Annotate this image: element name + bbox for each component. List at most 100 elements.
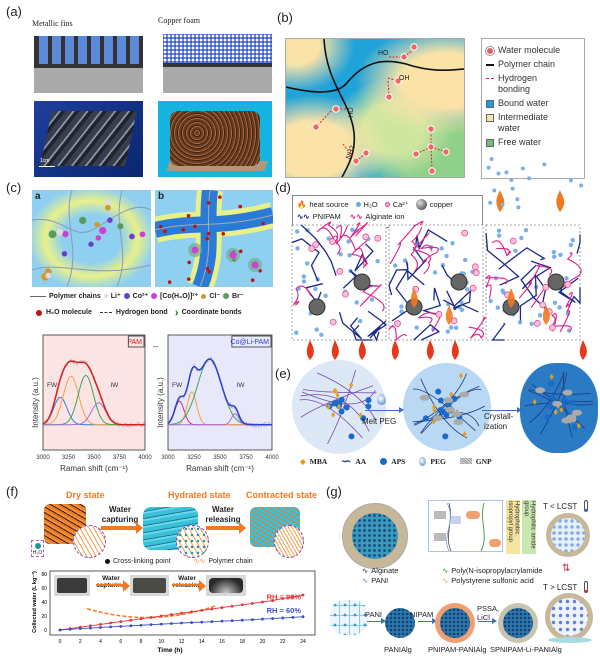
data-point (250, 618, 254, 622)
co-ion-icon (123, 293, 130, 299)
alginate-chain (419, 244, 440, 264)
y-tick-label: 80 (41, 572, 47, 578)
water-dot (445, 329, 451, 334)
cl-ion-icon (201, 293, 207, 299)
pnipam-chain (413, 323, 441, 341)
data-point (159, 614, 163, 618)
water-dot (295, 246, 300, 251)
melt-peg-arrow (365, 407, 404, 413)
legend-label: copper (429, 200, 453, 209)
series-label: RH = 60% (267, 606, 302, 615)
data-point (169, 622, 173, 625)
pnipam-chain (446, 290, 479, 313)
data-point (261, 617, 264, 621)
label-t-low: T < LCST (543, 502, 578, 511)
calcium-icon (384, 202, 390, 207)
vapour-dot (515, 197, 520, 202)
calcium-ion (542, 283, 550, 291)
data-point (240, 618, 244, 622)
legend-label: GNP (475, 456, 492, 466)
water-molecule (442, 148, 450, 156)
mba-crosslinker (336, 403, 341, 410)
aps-icon (380, 457, 388, 465)
panel-e-legend: ◆MBA ∽AA APS PEG GNP (300, 454, 492, 468)
legend-label: PEG (430, 456, 446, 466)
water-molecule (187, 277, 191, 281)
crystallization-arrow (482, 407, 522, 413)
flame-icon (306, 340, 314, 360)
vapour-dot (504, 170, 509, 175)
data-point (99, 626, 102, 629)
legend-label: PNIPAM (312, 212, 341, 221)
data-point (119, 620, 123, 623)
water-dot (564, 276, 569, 281)
aa-chain (420, 388, 482, 434)
copper-icon (415, 199, 427, 210)
gnp-particle (443, 397, 454, 404)
aps-particle (422, 415, 429, 422)
ion (95, 235, 102, 241)
annotation-fw: FW (47, 382, 58, 389)
product-spnipam-li-panialg: SPNIPAM-Li-PANIAlg (490, 645, 562, 654)
mba-crosslinker (559, 406, 564, 413)
step-melt-peg: Melt PEG (362, 417, 397, 426)
group-label: Hydrophobic isopropyl group (507, 501, 520, 543)
water-molecule (221, 232, 226, 236)
thermometer-cold-icon (584, 500, 588, 512)
water-dot (552, 300, 558, 305)
mba-crosslinker (333, 388, 338, 395)
aps-particle (365, 397, 372, 404)
x-tick-label: 3250 (62, 455, 76, 461)
data-point (281, 616, 285, 620)
panel-b-legend: Water molecule Polymer chain Hydrogen bo… (481, 38, 585, 179)
calcium-ion (469, 284, 477, 292)
aa-chain (528, 390, 585, 429)
alginate-chain (388, 324, 408, 342)
alginate-chain (491, 240, 512, 257)
stage-3 (524, 372, 594, 438)
alginate-chain (389, 220, 424, 265)
mba-crosslinker (576, 422, 581, 429)
alginate-chain (329, 225, 349, 255)
calcium-ion (472, 269, 480, 277)
product-pnipam-panialg: PNIPAM-PANIAlg (428, 645, 487, 654)
x-tick-label: 8 (140, 639, 143, 645)
x-tick-label: 6 (119, 639, 122, 645)
polymer-chains (286, 39, 464, 177)
y-tick-label: 0 (44, 628, 47, 634)
water-dot (375, 258, 380, 264)
x-tick-label: 3250 (187, 455, 201, 461)
intermediate-water-swatch (486, 114, 494, 122)
co-hydrate-ion (251, 261, 259, 269)
x-tick-label: 22 (280, 639, 286, 645)
pnipam-chain (342, 269, 378, 289)
panel-f-legend: Cross-linking point ∿∿Polymer chain (105, 557, 253, 565)
pnipam-chain (557, 277, 579, 304)
data-point (99, 623, 102, 626)
data-point (129, 624, 133, 628)
cross-link-icon (105, 558, 110, 564)
vapour-dot (520, 166, 525, 171)
hydrophilic-group-label: Hydrophilic amide group (522, 500, 536, 554)
data-point (240, 603, 244, 607)
calcium-ion (329, 238, 336, 245)
water-dot (537, 313, 543, 318)
co-hydrate-ion (191, 246, 199, 254)
flame-icon (556, 190, 565, 212)
water-molecule (261, 221, 265, 226)
water-dot (432, 270, 438, 275)
zoom-detail-image-b: b (155, 190, 273, 287)
pnipam-panialg-bead (435, 603, 475, 643)
aps-particle (343, 404, 350, 411)
panel-g-legend: ∿Alginate ∿Poly(N-isopropylacrylamide ∿P… (362, 566, 543, 586)
legend-label: Cross-linking point (113, 557, 171, 565)
x-tick-label: 4000 (265, 455, 279, 461)
calcium-ion (435, 311, 443, 318)
mba-crosslinker (335, 392, 340, 399)
aps-particle (548, 380, 555, 387)
contracted-network-inset (274, 525, 304, 558)
calcium-ion (461, 229, 469, 237)
spnipam-li-panialg-bead (498, 603, 538, 643)
water-molecule (400, 53, 408, 61)
data-point (281, 597, 285, 600)
